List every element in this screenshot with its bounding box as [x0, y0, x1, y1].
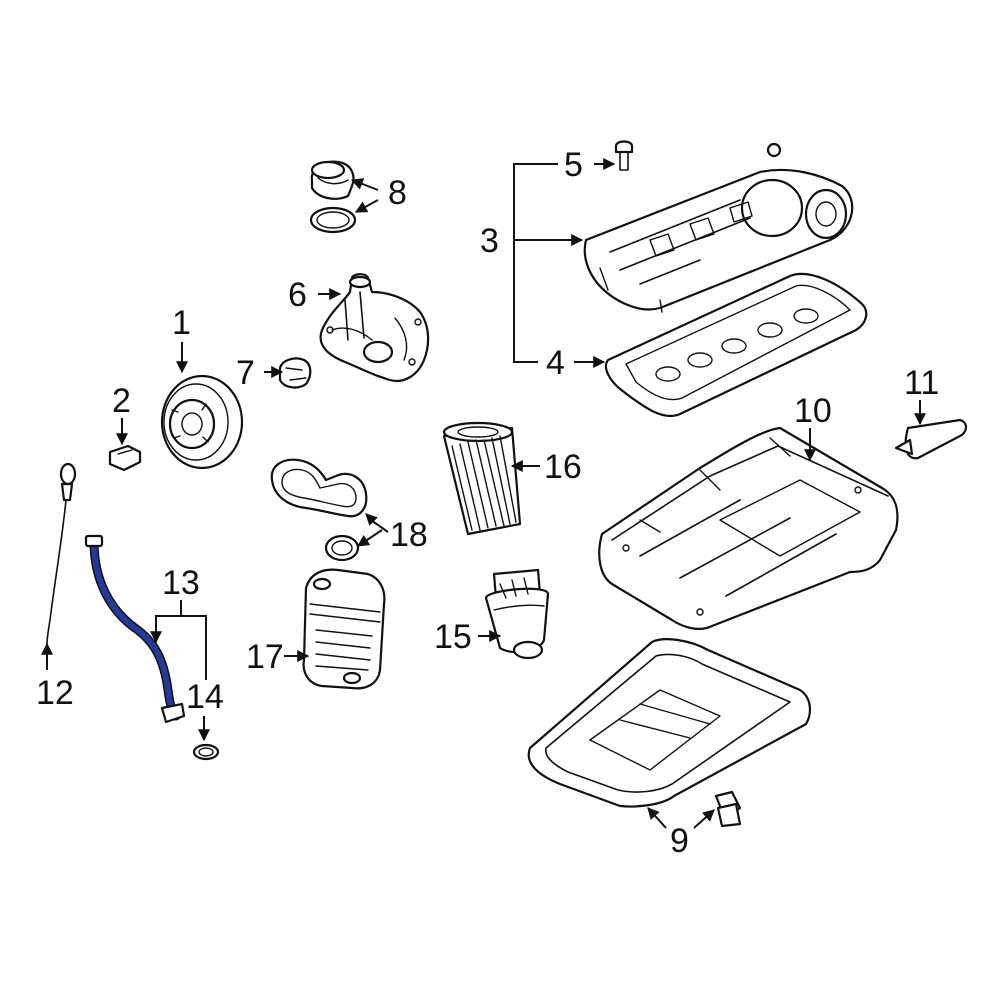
- callout-2: 2: [112, 382, 131, 420]
- callout-12: 12: [36, 674, 74, 712]
- part-14-seal[interactable]: [192, 743, 220, 761]
- callout-6: 6: [288, 276, 307, 314]
- part-10-upper-oil-pan[interactable]: [598, 426, 899, 630]
- part-9-lower-oil-pan[interactable]: [527, 638, 812, 808]
- callout-10: 10: [794, 392, 832, 430]
- leader-lines: [41, 158, 926, 829]
- callout-3: 3: [480, 222, 499, 260]
- callout-labels: 1 2 3 4 5 6 7 8 9 10 11 12 13 14 15 16 1…: [36, 146, 939, 860]
- part-1-pulley[interactable]: [160, 374, 244, 470]
- callout-5: 5: [564, 146, 583, 184]
- part-16-oil-filter[interactable]: [442, 421, 522, 536]
- part-17-oil-cooler[interactable]: [302, 568, 386, 690]
- part-5-bolt[interactable]: [614, 140, 634, 171]
- callout-13: 13: [162, 564, 200, 602]
- callout-15: 15: [434, 618, 472, 656]
- part-7-plug[interactable]: [278, 357, 312, 389]
- part-6-engine-cover[interactable]: [319, 273, 430, 383]
- callout-16: 16: [544, 448, 582, 486]
- part-3-valve-cover[interactable]: [583, 142, 854, 313]
- callout-7: 7: [236, 354, 255, 392]
- callout-17: 17: [246, 638, 284, 676]
- part-15-filter-housing[interactable]: [484, 568, 550, 660]
- part-18-gaskets[interactable]: [270, 458, 368, 562]
- callout-1: 1: [172, 304, 191, 342]
- gasket-ring-pattern: [655, 308, 819, 382]
- callout-8: 8: [388, 174, 407, 212]
- part-12-dipstick[interactable]: [46, 462, 77, 645]
- callout-11: 11: [904, 364, 939, 402]
- callout-4: 4: [546, 344, 565, 382]
- callout-18: 18: [390, 516, 428, 554]
- part-4-valve-cover-gasket[interactable]: [604, 272, 868, 417]
- part-8-filler-cap[interactable]: [309, 160, 357, 234]
- cooler-fins-pattern: [315, 629, 373, 671]
- part-2-bolt[interactable]: [108, 444, 142, 472]
- callout-9: 9: [670, 822, 689, 860]
- callout-14: 14: [186, 678, 224, 716]
- part-9-drain-plug[interactable]: [714, 790, 742, 828]
- part-11-sealant[interactable]: [894, 418, 968, 460]
- part-13-dipstick-tube[interactable]: [84, 534, 186, 724]
